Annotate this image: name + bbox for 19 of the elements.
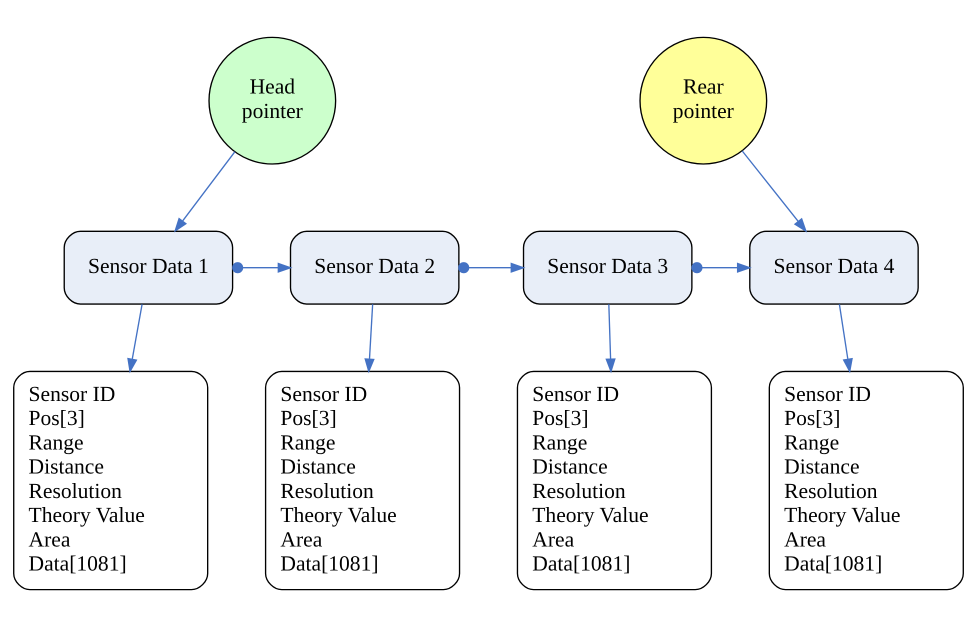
arrow <box>605 304 616 373</box>
node-circle: Rear pointer <box>639 36 768 164</box>
arrow <box>691 262 752 273</box>
node-box: Sensor ID Pos[3] Range Distance Resolution Theory Value Area Data[1081] <box>264 370 460 590</box>
node-box: Sensor ID Pos[3] Range Distance Resolution Theory Value Area Data[1081] <box>768 370 964 590</box>
arrow <box>364 304 375 373</box>
node-box: Sensor Data 2 <box>290 230 460 304</box>
arrow <box>742 150 808 232</box>
arrow <box>838 304 853 373</box>
arrow <box>174 150 236 232</box>
node-box: Sensor Data 3 <box>522 230 693 304</box>
arrow <box>232 262 292 273</box>
node-box: Sensor ID Pos[3] Range Distance Resolution Theory Value Area Data[1081] <box>13 370 208 590</box>
node-box: Sensor Data 1 <box>64 230 234 304</box>
node-box: Sensor ID Pos[3] Range Distance Resolution Theory Value Area Data[1081] <box>516 370 712 590</box>
arrow <box>458 262 526 273</box>
node-circle: Head pointer <box>208 36 336 164</box>
arrow <box>127 304 143 373</box>
node-box: Sensor Data 4 <box>749 230 919 304</box>
